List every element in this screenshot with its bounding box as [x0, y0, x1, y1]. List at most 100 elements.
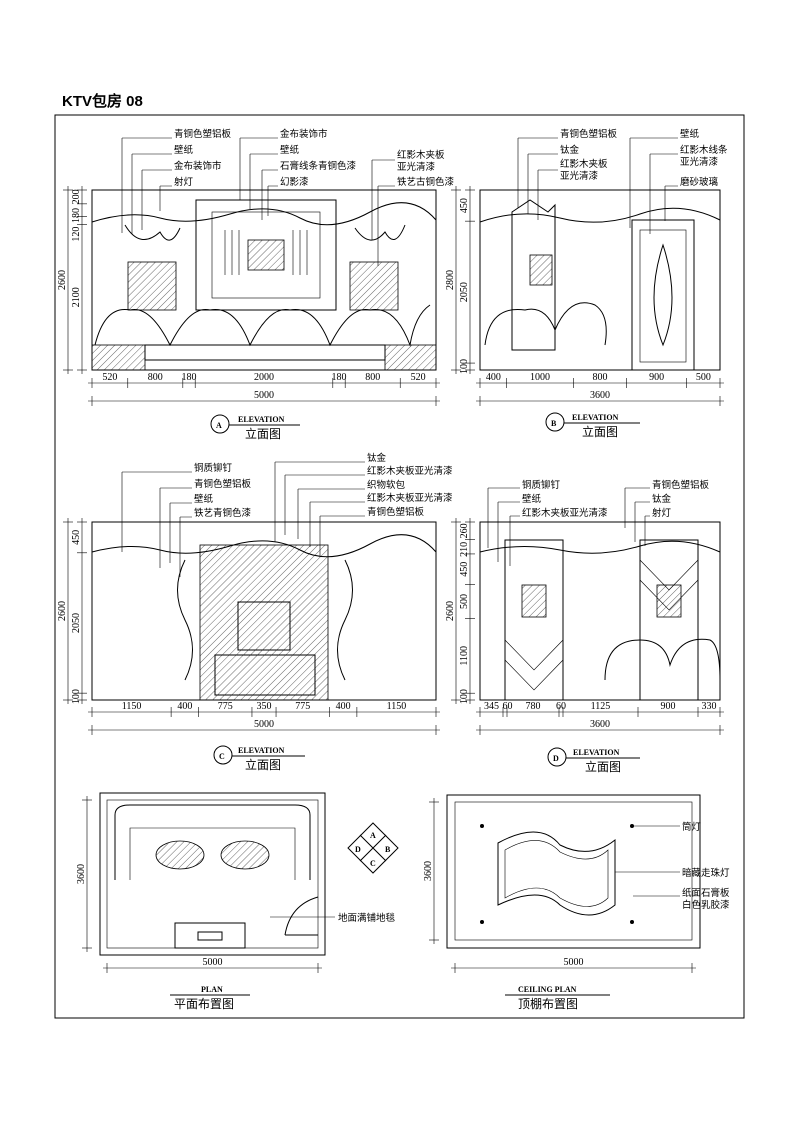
dim-value: 180 [331, 372, 346, 383]
marker-letter: B [551, 419, 557, 428]
cove-ceiling [497, 831, 616, 916]
ceiling-line [91, 534, 437, 558]
label: 白色乳胶漆 [682, 899, 730, 911]
ceiling-line [91, 202, 437, 226]
label: 红影木夹板亚光清漆 [522, 507, 608, 519]
caption-en: CEILING PLAN [518, 985, 577, 994]
marker-letter: A [216, 421, 222, 430]
dim-value: 2000 [254, 372, 274, 383]
label: 亚光清漆 [560, 170, 599, 182]
marker-letter: C [219, 752, 225, 761]
section-marker [213, 745, 233, 765]
dim-value: 520 [102, 372, 117, 383]
section-marker [210, 414, 230, 434]
curtain [224, 230, 308, 275]
dim-value: 900 [661, 701, 676, 712]
tv-cabinet [214, 654, 316, 696]
dim-value: 1000 [530, 372, 550, 383]
room-outline [446, 794, 701, 949]
dim-value: 2800 [445, 270, 456, 290]
dim-value: 210 [459, 542, 470, 557]
label: 石膏线条青铜色漆 [280, 160, 357, 172]
panel-chevron [504, 639, 564, 691]
drapes [124, 224, 406, 241]
caption-cn: 立面图 [582, 424, 618, 439]
label: 壁纸 [522, 493, 542, 505]
iron-screen-left [127, 261, 177, 311]
door-swing [284, 896, 319, 936]
dim-value: 180 [182, 372, 197, 383]
leader-lines [121, 137, 395, 266]
label: 幻影漆 [280, 176, 309, 188]
caption-en: ELEVATION [238, 415, 285, 424]
caption-en: ELEVATION [572, 413, 619, 422]
sofa [94, 304, 431, 347]
dim-value: 350 [257, 701, 272, 712]
dim-value: 100 [71, 689, 82, 704]
dim-value: 100 [459, 359, 470, 374]
dim-value: 775 [295, 701, 310, 712]
u-sofa [114, 804, 311, 880]
label: 金布装饰市 [174, 160, 222, 172]
coffee-table [220, 840, 270, 870]
dim-value: 3600 [76, 864, 87, 884]
caption-c: C ELEVATION 立面图 [213, 745, 305, 772]
dim-value: 3600 [590, 719, 610, 730]
label: 青铜色塑铝板 [652, 479, 710, 491]
elevation-d: 铜质铆钉 壁纸 红影木夹板亚光清漆 青铜色塑铝板 钛金 射灯 D ELEVATI… [479, 479, 721, 774]
tv [197, 931, 223, 941]
label: 壁纸 [194, 493, 214, 505]
panel [511, 199, 556, 351]
dim-value: 1150 [122, 701, 142, 712]
dim-value: 450 [71, 530, 82, 545]
labels-a: 青铜色塑铝板 壁纸 金布装饰市 射灯 金布装饰市 壁纸 石膏线条青铜色漆 幻影漆… [174, 128, 455, 188]
dim-value: 330 [702, 701, 717, 712]
dim-value: 2100 [71, 287, 82, 307]
dim-value: 400 [177, 701, 192, 712]
door-inner [639, 229, 687, 363]
dim-value: 800 [365, 372, 380, 383]
cove-inner [504, 840, 609, 907]
label: 金布装饰市 [280, 128, 328, 140]
caption-cn: 立面图 [245, 757, 281, 772]
dim-value: 500 [696, 372, 711, 383]
sofa-base [384, 344, 437, 371]
caption-cn: 立面图 [245, 426, 281, 441]
label: 壁纸 [680, 128, 700, 140]
label: 红影木线条 [680, 144, 728, 156]
label: 青铜色塑铝板 [367, 506, 425, 518]
label: 青铜色塑铝板 [194, 478, 252, 490]
dim-value: 100 [459, 689, 470, 704]
label: 暗藏走珠灯 [682, 867, 730, 879]
dim-value: 5000 [254, 390, 274, 401]
label: 壁纸 [174, 144, 194, 156]
room-inner [454, 801, 693, 941]
picture [529, 254, 553, 286]
label: 铜质铆钉 [194, 462, 233, 474]
sofa [484, 302, 607, 346]
dim-value: 3600 [590, 390, 610, 401]
dim-value: 2050 [71, 613, 82, 633]
ceiling-line [479, 207, 721, 223]
door [631, 219, 695, 371]
ceiling-line [479, 540, 721, 554]
caption-en: ELEVATION [238, 746, 285, 755]
dim-value: 120 [71, 227, 82, 242]
iron-screen-right [349, 261, 399, 311]
sofa-base [91, 344, 146, 371]
dim-value: 900 [649, 372, 664, 383]
frosted-glass [653, 243, 673, 347]
dim-value: 775 [218, 701, 233, 712]
dim-value: 1100 [459, 646, 470, 666]
sofa-inner [129, 827, 296, 880]
label: 射灯 [174, 176, 194, 188]
label: 青铜色塑铝板 [174, 128, 232, 140]
dim-value: 800 [148, 372, 163, 383]
dim-value: 400 [486, 372, 501, 383]
panel-right [639, 539, 699, 701]
ceiling-plan: 筒灯 暗藏走珠灯 纸面石膏板 白色乳胶漆 CEILING PLAN 顶棚布置图 [446, 794, 730, 1011]
caption-cn: 立面图 [585, 759, 621, 774]
dim-value: 2600 [57, 270, 68, 290]
